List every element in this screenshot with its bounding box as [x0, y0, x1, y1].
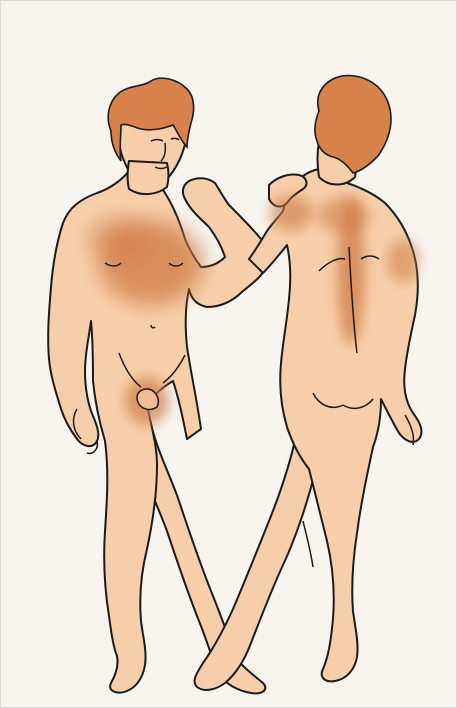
back-figure-crossing-leg	[195, 431, 315, 690]
front-figure-neck	[128, 161, 169, 194]
front-figure	[48, 78, 267, 693]
back-figure	[195, 76, 422, 690]
